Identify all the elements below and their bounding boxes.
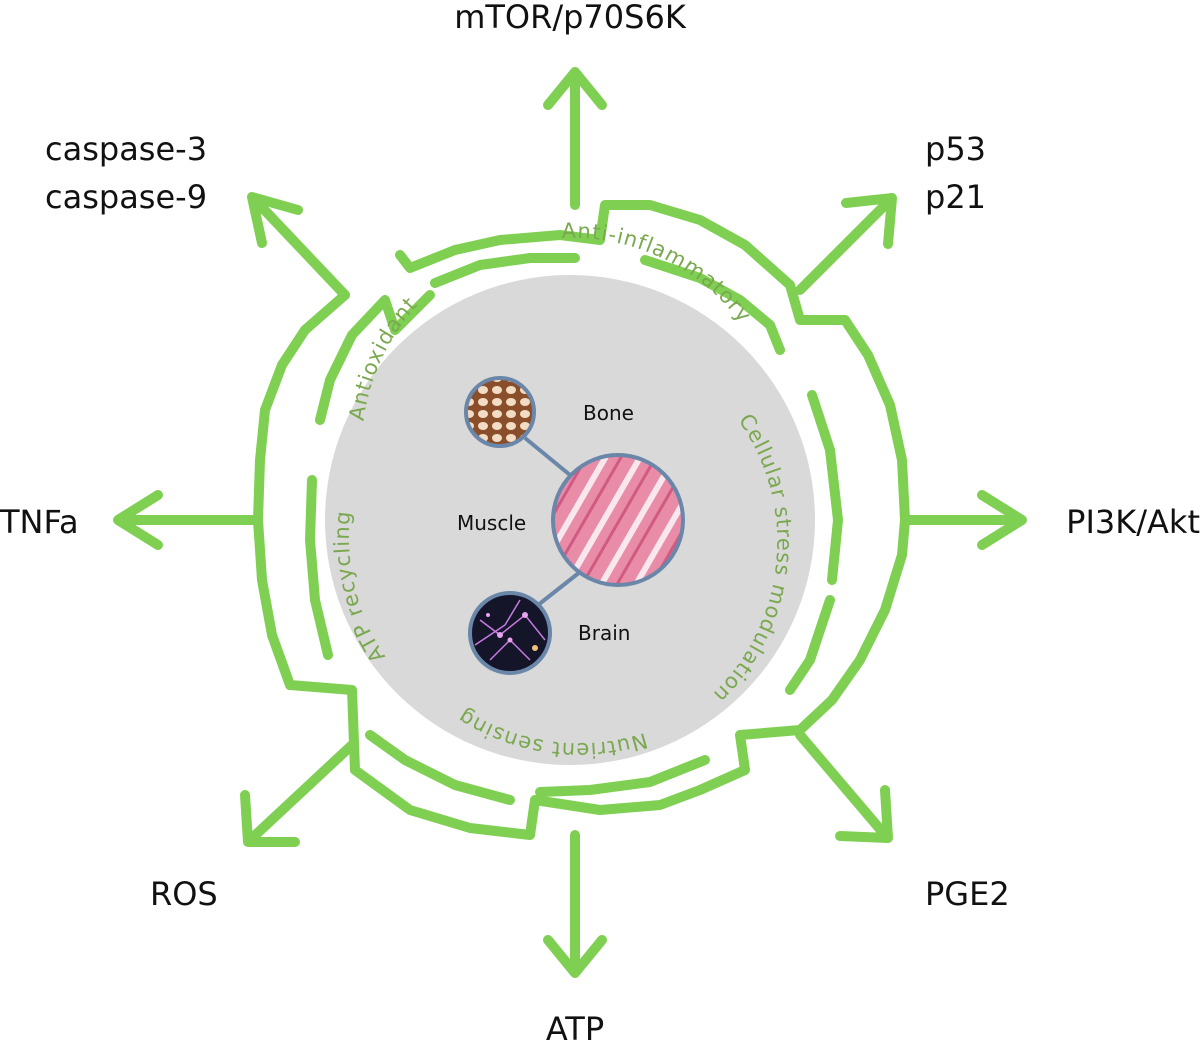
arrow-bottom [543, 830, 607, 978]
tissue-muscle-label: Muscle [457, 511, 526, 535]
arrow-bottom-left [240, 740, 357, 847]
target-caspase-3: caspase-3 [45, 130, 207, 168]
brain-node [468, 591, 552, 675]
arrow-top-left [247, 192, 350, 300]
arrow-right [900, 490, 1027, 550]
inner-ring-top-right [640, 255, 785, 355]
muscle-node [551, 453, 685, 587]
target-tnfa: TNFa [0, 503, 79, 541]
inner-ring-top-left [315, 290, 435, 425]
target-mtor: mTOR/p70S6K [454, 0, 687, 36]
target-atp: ATP [546, 1010, 604, 1045]
tissue-bone-label: Bone [583, 401, 634, 425]
target-p53: p53 [925, 130, 986, 168]
arrows [113, 67, 1027, 978]
tissue-brain-label: Brain [578, 621, 630, 645]
arrow-bottom-right [795, 730, 893, 843]
inner-ring-right [807, 390, 843, 585]
arrow-left [113, 490, 263, 550]
target-pi3k-akt: PI3K/Akt [1066, 503, 1200, 541]
target-ros: ROS [150, 875, 218, 913]
inner-ring-top [430, 253, 580, 288]
target-pge2: PGE2 [925, 875, 1010, 913]
inner-ring-left [305, 475, 333, 660]
arrow-top [543, 67, 607, 210]
bone-node [464, 376, 536, 448]
inner-ring-bottom-left [365, 730, 515, 805]
inner-ring-bottom-right [535, 755, 710, 797]
inner-ring-lower-right [785, 595, 835, 695]
ring-segments [253, 200, 910, 840]
tissue-connectors [523, 436, 582, 607]
target-p21: p21 [925, 178, 986, 216]
arrow-top-right [795, 193, 897, 295]
target-caspase-9: caspase-9 [45, 178, 207, 216]
outer-ring [253, 200, 910, 840]
